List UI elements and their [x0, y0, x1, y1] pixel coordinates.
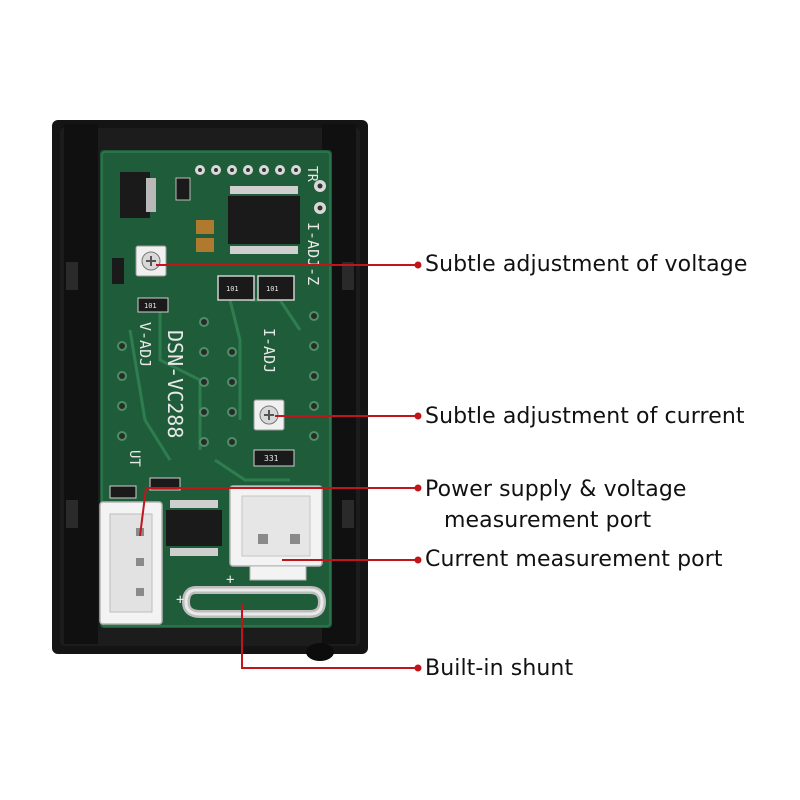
current-connector[interactable]	[229, 485, 323, 581]
silk-tr: TR	[304, 166, 319, 182]
callout-voltage-adjustment: Subtle adjustment of voltage	[425, 252, 748, 277]
resistor-array	[217, 275, 295, 301]
voltage-trim-potentiometer[interactable]	[135, 245, 167, 277]
callout-current-port: Current measurement port	[425, 547, 723, 572]
callout-shunt: Built-in shunt	[425, 656, 574, 681]
voltage-regulator	[120, 172, 156, 218]
silk-v-adj: V-ADJ	[136, 322, 154, 367]
callout-current-adjustment: Subtle adjustment of current	[425, 404, 745, 429]
resistor-r1	[137, 297, 169, 313]
silk-i-adj: I-ADJ	[260, 328, 278, 373]
op-amp-ic	[166, 500, 222, 556]
silk-r2: 101	[266, 285, 279, 293]
leader-voltage-adj	[156, 261, 422, 269]
resistor-r3	[253, 449, 295, 467]
silk-plus-b: +	[176, 592, 184, 608]
leader-lines	[139, 261, 422, 672]
main-microcontroller	[228, 186, 300, 254]
board-model-text: DSN-VC288	[163, 330, 187, 438]
built-in-shunt	[181, 586, 327, 618]
display-pin-holes	[117, 311, 319, 447]
callout-power-port: Power supply & voltage	[425, 477, 687, 502]
leader-shunt	[241, 604, 422, 672]
leader-current-adj	[275, 412, 422, 420]
silk-r3: 331	[264, 454, 279, 463]
power-voltage-connector[interactable]	[99, 501, 163, 625]
silk-r4: 101	[144, 302, 157, 310]
smd-components	[112, 177, 214, 284]
silkscreen: DSN-VC288 V-ADJ I-ADJ I-ADJ-Z TR UT + + …	[126, 166, 322, 608]
silk-r1: 101	[226, 285, 239, 293]
leader-power-port	[139, 484, 422, 537]
leader-current-port	[282, 556, 422, 564]
silk-ut: UT	[126, 450, 142, 467]
current-trim-potentiometer[interactable]	[253, 399, 285, 431]
silk-plus-a: +	[226, 572, 234, 588]
callout-power-port-line2: measurement port	[444, 508, 652, 533]
silk-i-adj-z: I-ADJ-Z	[304, 222, 322, 285]
header-pins	[195, 165, 326, 214]
